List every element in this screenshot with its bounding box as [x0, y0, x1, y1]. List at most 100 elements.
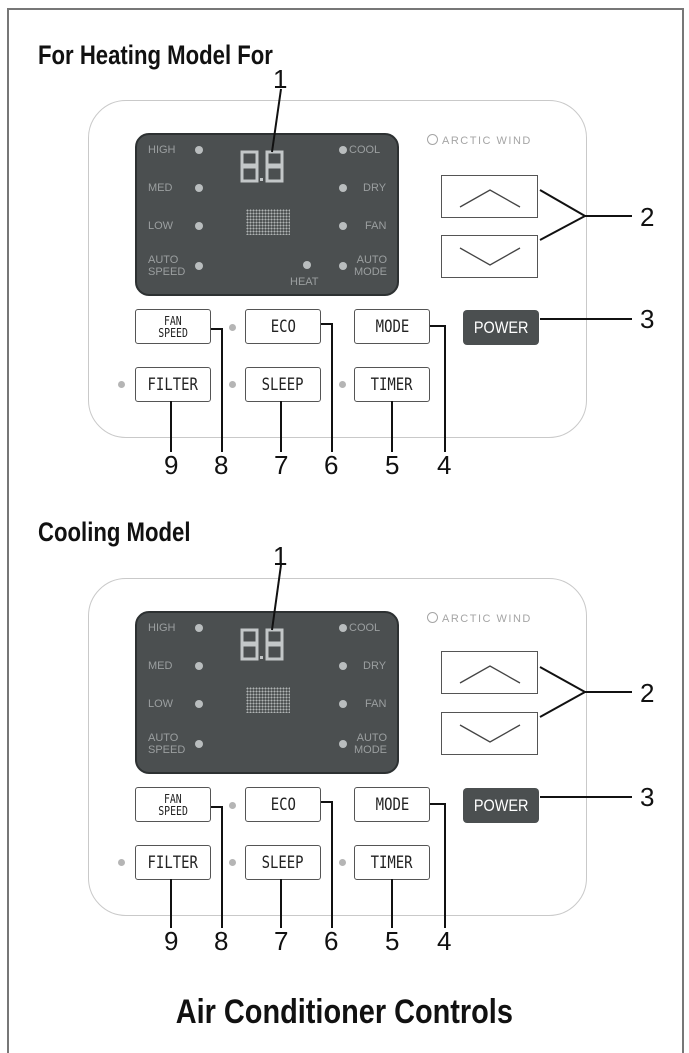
fan-speed-button[interactable]: FAN SPEED: [135, 309, 211, 344]
cooling-model-title: Cooling Model: [38, 517, 191, 547]
down-button[interactable]: [441, 235, 538, 278]
label-cool: COOL: [349, 622, 381, 634]
callout-8: 8: [214, 450, 229, 480]
callout-2: 2: [640, 202, 655, 232]
label-auto-speed: AUTO SPEED: [148, 732, 186, 756]
cooling-control-panel: HIGH MED LOW AUTO SPEED COOL DRY FAN AUT…: [88, 578, 587, 916]
fan-speed-button[interactable]: FAN SPEED: [135, 787, 211, 822]
eco-button[interactable]: ECO: [245, 787, 321, 822]
up-button[interactable]: [441, 651, 538, 694]
mode-label: MODE: [375, 794, 409, 815]
filter-indicator: [118, 381, 125, 388]
eco-indicator: [229, 324, 236, 331]
power-label: POWER: [473, 795, 529, 815]
indicator-auto-speed: [195, 740, 203, 748]
filter-label: FILTER: [147, 374, 199, 395]
eco-button[interactable]: ECO: [245, 309, 321, 344]
mode-button[interactable]: MODE: [354, 787, 430, 822]
indicator-dry: [339, 662, 347, 670]
timer-indicator: [339, 859, 346, 866]
filter-label: FILTER: [147, 852, 199, 873]
filter-button[interactable]: FILTER: [135, 367, 211, 402]
indicator-fan: [339, 222, 347, 230]
callout-6: 6: [324, 450, 339, 480]
brand-logo: ARCTIC WIND: [427, 612, 532, 625]
indicator-cool: [339, 146, 347, 154]
indicator-auto-mode: [339, 740, 347, 748]
up-button[interactable]: [441, 175, 538, 218]
power-label: POWER: [473, 317, 529, 337]
callout-7: 7: [274, 450, 289, 480]
mode-button[interactable]: MODE: [354, 309, 430, 344]
eco-indicator: [229, 802, 236, 809]
sleep-indicator: [229, 859, 236, 866]
fan-speed-label-1: FAN: [164, 791, 182, 806]
indicator-med: [195, 184, 203, 192]
eco-label: ECO: [270, 316, 296, 337]
label-fan: FAN: [365, 698, 387, 710]
label-cool: COOL: [349, 144, 381, 156]
filter-indicator: [118, 859, 125, 866]
seven-segment-readout: [240, 150, 284, 183]
lcd-display: HIGH MED LOW AUTO SPEED COOL DRY FAN AUT…: [135, 133, 399, 296]
up-arrow-icon: [459, 189, 521, 208]
label-low: LOW: [148, 698, 174, 710]
label-high: HIGH: [148, 144, 176, 156]
label-high: HIGH: [148, 622, 176, 634]
fan-speed-label-2: SPEED: [158, 803, 188, 818]
brand-name: ARCTIC WIND: [442, 613, 532, 625]
down-arrow-icon: [459, 247, 521, 266]
label-dry: DRY: [363, 182, 387, 194]
heating-model-title: For Heating Model For: [38, 40, 273, 70]
timer-label: TIMER: [371, 852, 413, 873]
callout-9: 9: [164, 926, 179, 956]
page-title: Air Conditioner Controls: [0, 993, 689, 1032]
timer-label: TIMER: [371, 374, 413, 395]
page-frame: [7, 8, 684, 1053]
arctic-wind-logo-icon: [427, 612, 438, 623]
label-auto-mode: AUTO MODE: [354, 254, 387, 278]
arctic-wind-logo-icon: [427, 134, 438, 145]
callout-3: 3: [640, 304, 655, 334]
callout-9: 9: [164, 450, 179, 480]
sleep-button[interactable]: SLEEP: [245, 367, 321, 402]
callout-8: 8: [214, 926, 229, 956]
down-button[interactable]: [441, 712, 538, 755]
label-med: MED: [148, 660, 173, 672]
label-auto-mode: AUTO MODE: [354, 732, 387, 756]
callout-7: 7: [274, 926, 289, 956]
indicator-fan: [339, 700, 347, 708]
sleep-label: SLEEP: [262, 852, 304, 873]
label-heat: HEAT: [290, 276, 319, 288]
indicator-heat: [303, 261, 311, 269]
callout-5: 5: [385, 926, 400, 956]
indicator-high: [195, 146, 203, 154]
label-auto-speed: AUTO SPEED: [148, 254, 186, 278]
eco-label: ECO: [270, 794, 296, 815]
filter-button[interactable]: FILTER: [135, 845, 211, 880]
indicator-high: [195, 624, 203, 632]
power-button[interactable]: POWER: [463, 788, 539, 823]
timer-indicator: [339, 381, 346, 388]
label-fan: FAN: [365, 220, 387, 232]
power-button[interactable]: POWER: [463, 310, 539, 345]
indicator-dry: [339, 184, 347, 192]
timer-button[interactable]: TIMER: [354, 367, 430, 402]
fan-speed-label-2: SPEED: [158, 325, 188, 340]
label-low: LOW: [148, 220, 174, 232]
brand-name: ARCTIC WIND: [442, 135, 532, 147]
timer-button[interactable]: TIMER: [354, 845, 430, 880]
dot-matrix-grid: [246, 209, 290, 235]
indicator-low: [195, 222, 203, 230]
sleep-indicator: [229, 381, 236, 388]
dot-matrix-grid: [246, 687, 290, 713]
callout-3: 3: [640, 782, 655, 812]
callout-4: 4: [437, 926, 452, 956]
callout-6: 6: [324, 926, 339, 956]
up-arrow-icon: [459, 665, 521, 684]
indicator-cool: [339, 624, 347, 632]
page-title-text: Air Conditioner Controls: [175, 993, 514, 1031]
sleep-button[interactable]: SLEEP: [245, 845, 321, 880]
lcd-display: HIGH MED LOW AUTO SPEED COOL DRY FAN AUT…: [135, 611, 399, 774]
mode-label: MODE: [375, 316, 409, 337]
